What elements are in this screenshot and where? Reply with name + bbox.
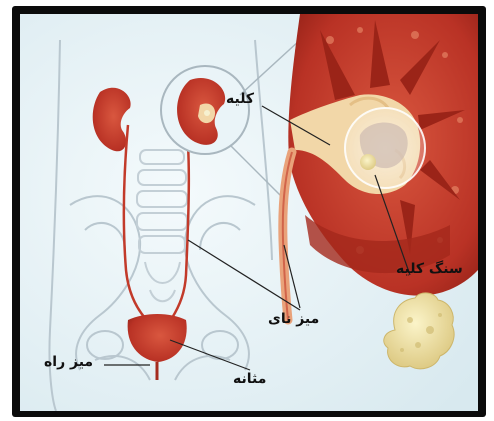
label-kidney: کلیه	[226, 92, 254, 106]
label-bladder: مثانه	[233, 372, 266, 386]
kidney-inset	[161, 66, 249, 154]
label-ureter: میز نای	[268, 312, 319, 326]
label-urethra: میز راه	[44, 355, 93, 369]
label-kidney-stone: سنگ کلیه	[396, 262, 463, 276]
